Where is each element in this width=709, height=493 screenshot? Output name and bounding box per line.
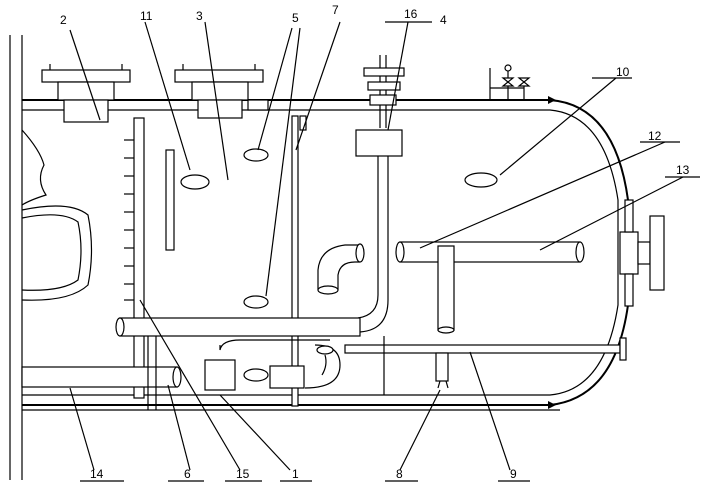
- baffle-plate: [291, 115, 307, 407]
- top-nozzle-middle: [174, 64, 269, 119]
- label-5: 5: [292, 11, 299, 25]
- elbow-pipe-mid: [317, 243, 365, 295]
- opening-10: [464, 172, 498, 188]
- weld-mark-bottom: [548, 401, 556, 409]
- label-6: 6: [184, 467, 191, 481]
- label-8: 8: [396, 467, 403, 481]
- label-9: 9: [510, 467, 517, 481]
- label-3: 3: [196, 9, 203, 23]
- leader-lines: [69, 21, 700, 482]
- label-15: 15: [236, 467, 250, 481]
- valve-assembly: [355, 55, 405, 333]
- part-labels: 2 11 3 5 7 16 4 10 12 13 14 6 15 1 8 9: [60, 3, 690, 481]
- opening-5-middle: [243, 295, 269, 309]
- label-12: 12: [648, 129, 662, 143]
- label-2: 2: [60, 13, 67, 27]
- internal-tube: [165, 149, 175, 251]
- label-16: 16: [404, 7, 418, 21]
- weld-mark-top: [548, 96, 556, 104]
- label-11: 11: [140, 9, 153, 23]
- label-14: 14: [90, 467, 104, 481]
- label-7: 7: [332, 3, 339, 17]
- label-13: 13: [676, 163, 690, 177]
- right-nozzle: [619, 199, 665, 307]
- right-pipe-12: [395, 241, 585, 334]
- label-4: 4: [440, 13, 447, 27]
- bottom-outlet-pipe: [21, 366, 182, 388]
- opening-11: [180, 174, 210, 190]
- bottom-pipe-9: [344, 337, 627, 389]
- opening-5-top: [243, 148, 269, 162]
- opening-5-bottom: [243, 368, 269, 382]
- level-gauge: [124, 117, 145, 399]
- label-10: 10: [616, 65, 630, 79]
- top-nozzle-left: [41, 64, 131, 123]
- header-pipe: [115, 317, 361, 337]
- vent-valves: [489, 64, 531, 100]
- label-1: 1: [292, 467, 299, 481]
- lower-pipes: [204, 336, 385, 395]
